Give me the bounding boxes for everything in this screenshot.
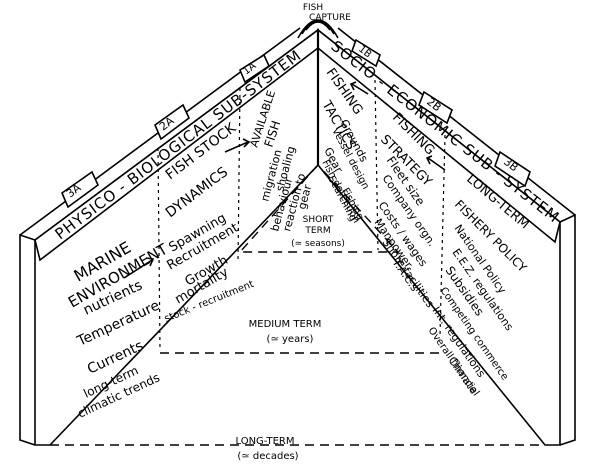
fish-capture: FISH CAPTURE — [297, 3, 351, 165]
medium-term-label: MEDIUM TERM — [249, 319, 322, 330]
short-term-label2: TERM — [304, 226, 330, 236]
short-term-label: SHORT — [303, 215, 334, 225]
tab-1B — [351, 38, 381, 68]
medium-term-sub: (≃ years) — [267, 334, 314, 345]
left-wall: PHYSICO - BIOLOGICAL SUB-SYSTEM 3A 2A 1A… — [19, 27, 319, 446]
tab-2A — [154, 103, 190, 141]
short-term-sub: (≃ seasons) — [291, 239, 345, 249]
long-term-label: LONG-TERM — [235, 436, 294, 447]
time-horizons: SHORT TERM (≃ seasons) MEDIUM TERM (≃ ye… — [50, 164, 545, 462]
long-term-sub: (≃ decades) — [237, 451, 298, 462]
right-wall: SOCIO - ECONOMIC SUB - SYSTEM 1B 2B 3B F… — [317, 27, 576, 446]
tab-1A — [239, 53, 271, 84]
avail-item-gear: gear — [295, 183, 314, 211]
tab-3A — [61, 170, 100, 209]
tab-2B — [418, 90, 453, 125]
tab-3B — [494, 150, 531, 188]
fish-capture-line1: FISH — [303, 3, 323, 13]
fish-capture-line2: CAPTURE — [309, 13, 351, 23]
